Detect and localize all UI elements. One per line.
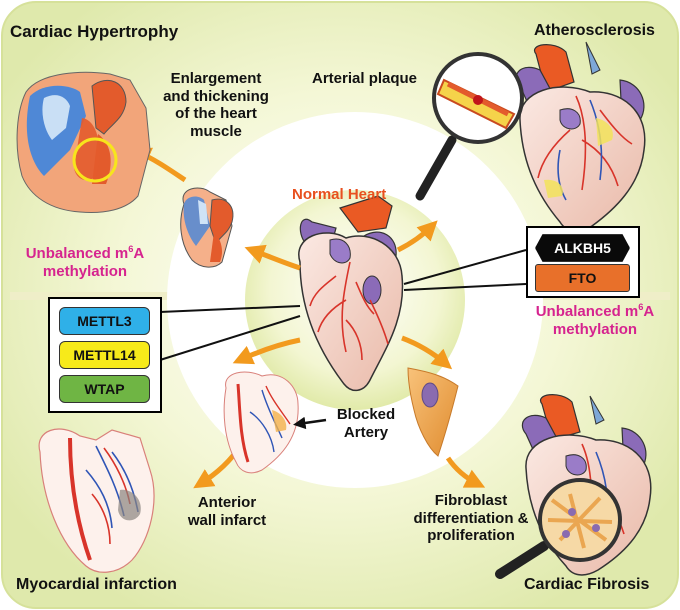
writer-wtap: WTAP [59, 375, 150, 403]
writer-mettl14: METTL14 [59, 341, 150, 369]
unbalanced-right-text: Unbalanced m [535, 303, 639, 320]
unbalanced-left-text: Unbalanced m [25, 245, 129, 262]
unbalanced-left-suffix: A [133, 245, 145, 262]
normal-heart-label: Normal Heart [292, 186, 387, 203]
blocked-line-1: Blocked [336, 406, 396, 423]
normal-heart-icon [298, 195, 404, 392]
eraser-alkbh5: ALKBH5 [535, 234, 630, 262]
blocked-artery-label: Blocked Artery [326, 406, 406, 441]
arrow-fibrosis-outer [445, 456, 486, 488]
connector-erasers-top [403, 249, 527, 285]
arrow-to-hypertrophy [244, 244, 301, 271]
fibroblast-line-3: proliferation [427, 527, 515, 545]
connector-erasers-bottom [403, 283, 527, 291]
cardiac-hypertrophy-title: Cardiac Hypertrophy [10, 22, 179, 41]
fibroblast-icon [407, 367, 459, 457]
unbalanced-left-line-2: methylation [42, 262, 128, 280]
fibroblast-line-1: Fibroblast [434, 492, 508, 509]
fibroblast-caption: Fibroblast differentiation & proliferati… [396, 492, 546, 545]
connector-writers-bottom [159, 315, 301, 361]
connector-writers-top [159, 305, 301, 313]
enlargement-caption: Enlargement and thickening of the heart … [146, 70, 286, 141]
writer-mettl3: METTL3 [59, 307, 150, 335]
unbalanced-right-line-2: methylation [552, 320, 638, 338]
hypertrophic-heart-small-icon [180, 187, 234, 268]
anterior-line-2: wall infarct [187, 511, 267, 529]
arrow-to-atherosclerosis [396, 220, 438, 253]
unbalanced-left-sup: 6 [128, 244, 134, 254]
enlargement-line-1: Enlargement [170, 70, 262, 87]
writers-box: METTL3 METTL14 WTAP [48, 297, 162, 413]
enlargement-line-3: of the heart [175, 105, 257, 123]
unbalanced-methylation-right: Unbalanced m6A methylation [520, 302, 670, 338]
unbalanced-right-sup: 6 [638, 302, 644, 312]
arterial-plaque-label: Arterial plaque [312, 70, 418, 87]
erasers-box: ALKBH5 FTO [526, 226, 640, 298]
atherosclerosis-heart-icon [515, 41, 646, 232]
myocardial-infarction-title: Myocardial infarction [16, 576, 177, 593]
cardiac-fibrosis-title: Cardiac Fibrosis [524, 576, 650, 593]
anterior-line-1: Anterior [197, 494, 257, 511]
blocked-line-2: Artery [343, 423, 389, 441]
unbalanced-right-suffix: A [643, 303, 655, 320]
hypertrophic-heart-large-icon [16, 71, 151, 213]
eraser-fto: FTO [535, 264, 630, 292]
anterior-wall-infarct-label: Anterior wall infarct [172, 494, 282, 529]
enlargement-line-4: muscle [190, 123, 242, 141]
arrow-to-fibrosis [401, 335, 453, 370]
fibrosis-magnifier-icon [495, 478, 622, 579]
atherosclerosis-title: Atherosclerosis [534, 22, 655, 39]
fibroblast-line-2: differentiation & [413, 509, 529, 527]
arrow-to-infarction [232, 337, 301, 365]
blocked-artery-heart-icon [223, 371, 327, 474]
infarction-heart-icon [38, 428, 155, 573]
unbalanced-left-line-1: Unbalanced m6A [10, 244, 160, 263]
enlargement-line-2: and thickening [163, 87, 269, 105]
artery-plaque-magnifier-icon [415, 52, 524, 201]
unbalanced-right-line-1: Unbalanced m6A [520, 302, 670, 321]
unbalanced-methylation-left: Unbalanced m6A methylation [10, 244, 160, 280]
